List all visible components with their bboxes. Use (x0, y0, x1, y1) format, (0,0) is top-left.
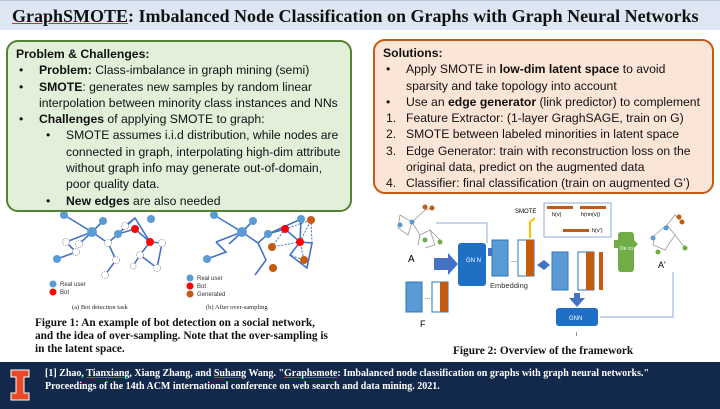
graph-A (397, 207, 441, 249)
label-A: A (408, 254, 415, 265)
connector-line (436, 222, 488, 243)
step-number: 2. (386, 127, 397, 142)
hnn-label: h(nn(v)) (581, 212, 600, 218)
bullet-text: (link predictor) to complement (536, 94, 700, 109)
gnn-classifier-label: GNN (569, 316, 582, 322)
legend-bot: Bot (197, 284, 206, 290)
item-text: of applying SMOTE to graph: (104, 112, 265, 127)
item-bold: New edges (66, 193, 130, 208)
slide-title: GraphSMOTE: Imbalanced Node Classificati… (12, 5, 712, 27)
title-prefix: GraphSMOTE (12, 6, 129, 26)
item-text: SMOTE assumes i.i.d distribution, while … (66, 128, 341, 192)
problem-item: •Problem: Class-imbalance in graph minin… (19, 63, 310, 78)
decoder-label: De co der (620, 246, 642, 252)
problem-subitem: •SMOTE assumes i.i.d distribution, while… (46, 128, 341, 192)
gnn-label: GN N (466, 258, 481, 264)
bullet-bold: edge generator (448, 94, 537, 109)
bullet-bold: low-dim latent space (499, 62, 620, 77)
label-A-prime: A' (658, 260, 666, 270)
graph-a-bot-nodes (131, 225, 154, 246)
title-bar: GraphSMOTE: Imbalanced Node Classificati… (0, 0, 720, 30)
legend-bot: Bot (60, 290, 69, 296)
graph-b-generated-nodes (268, 216, 315, 272)
problem-subitem: •New edges are also needed (46, 193, 221, 208)
legend-generated: Generated (197, 292, 225, 298)
label-F: F (420, 319, 426, 329)
footer: [1] Zhao, Tianxiang, Xiang Zhang, and Su… (0, 362, 720, 409)
augmented-embedding (551, 251, 603, 291)
smote-arrow (529, 217, 536, 238)
problem-heading: Problem & Challenges: (16, 47, 150, 61)
problem-box: Problem & Challenges: •Problem: Class-im… (6, 40, 352, 212)
graph-b-edges (206, 214, 313, 276)
legend-real-user: Real user (197, 276, 223, 282)
graph-b-generated-edges (270, 218, 313, 261)
solutions-box: Solutions: •Apply SMOTE in low-dim laten… (373, 39, 714, 194)
problem-item: •Challenges of applying SMOTE to graph: (19, 112, 265, 127)
graph-b-bot-nodes (281, 225, 304, 246)
embedding-matrix (491, 239, 535, 277)
arrow-icon (434, 253, 458, 275)
reference-line-1: [1] Zhao, Tianxiang, Xiang Zhang, and Su… (45, 368, 650, 379)
reference: [1] Zhao, Tianxiang, Xiang Zhang, and Su… (45, 367, 715, 393)
step-text: Feature Extractor: (1-layer GraghSAGE, t… (406, 111, 684, 126)
smote-label: SMOTE (515, 209, 536, 215)
figure1-subcaption-a: (a) Bot detection task (72, 304, 128, 311)
figure1-legends: Real user Bot Real user Bot Generated (49, 274, 225, 298)
legend-real-user: Real user (60, 282, 86, 288)
item-bold: Challenges (39, 112, 105, 127)
title-rest: : Imbalanced Node Classification on Grap… (128, 6, 699, 26)
solution-step: 1. Feature Extractor: (1-layer GraghSAGE,… (383, 110, 704, 126)
reference-line-2: Proceedings of the 14th ACM internationa… (45, 381, 440, 392)
item-bold: SMOTE (39, 79, 83, 94)
label-l: l (576, 332, 577, 338)
item-text: : generates new samples by random linear… (39, 79, 338, 110)
graph-A-prime (652, 214, 686, 251)
step-text: Edge Generator: train with reconstructio… (406, 143, 691, 175)
figure1-graphs: Real user Bot Real user Bot Generated (49, 212, 315, 298)
connector-line (600, 272, 674, 318)
hvp-label: h(v') (592, 228, 603, 234)
bullet-text: to avoid sparsity and take topology into… (406, 62, 666, 93)
solutions-heading: Solutions: (383, 46, 443, 60)
item-text: Class-imbalance in graph mining (semi) (91, 63, 310, 78)
step-number: 3. (386, 143, 397, 158)
step-number: 4. (386, 176, 397, 191)
decoder-box (618, 232, 634, 272)
dots: ... (425, 295, 430, 301)
step-text: Classifier: final classification (train … (406, 176, 690, 191)
hv-label: h(v) (552, 212, 562, 218)
solution-bullet: •Use an edge generator (link predictor) … (386, 94, 700, 109)
dots: ... (511, 257, 517, 264)
arrow-icon (569, 293, 585, 307)
figure1-subcaption-b: (b) After over-sampling (206, 304, 268, 311)
feature-matrix (405, 281, 449, 313)
gnn-classifier-box (556, 308, 598, 326)
gnn-encoder-box (458, 243, 486, 286)
step-text: SMOTE between labeled minorities in late… (406, 127, 680, 142)
graph-A-prime-nodes (650, 214, 688, 255)
figure2-caption: Figure 2: Overview of the framework (453, 345, 634, 357)
embedding-label: Embedding (490, 281, 528, 290)
figure1-caption: Figure 1: An example of bot detection on… (35, 317, 328, 355)
graph-A-nodes (397, 204, 443, 245)
step-number: 1. (386, 111, 397, 126)
graph-a-real-user-nodes (53, 212, 155, 263)
illinois-logo-icon (10, 369, 30, 401)
figure2-diagram: A GN N ... Embedding SMOTE h(v) h(nn(v))… (397, 202, 688, 338)
problem-item: •SMOTE: generates new samples by random … (19, 79, 338, 110)
bullet-text: Use an (406, 94, 449, 109)
solution-bullet: •Apply SMOTE in low-dim latent space to … (386, 62, 666, 93)
item-bold: Problem: (39, 63, 92, 78)
graph-a-unlabeled-nodes (62, 217, 166, 279)
item-text: are also needed (129, 193, 221, 208)
graph-b-real-user-nodes (203, 212, 305, 263)
arrow-icon (537, 260, 550, 270)
solution-step: 2. SMOTE between labeled minorities in la… (383, 126, 704, 142)
bullet-text: Apply SMOTE in (406, 62, 500, 77)
solution-step: 4. Classifier: final classification (trai… (383, 175, 704, 191)
solution-step: 3. Edge Generator: train with reconstruct… (383, 143, 704, 176)
